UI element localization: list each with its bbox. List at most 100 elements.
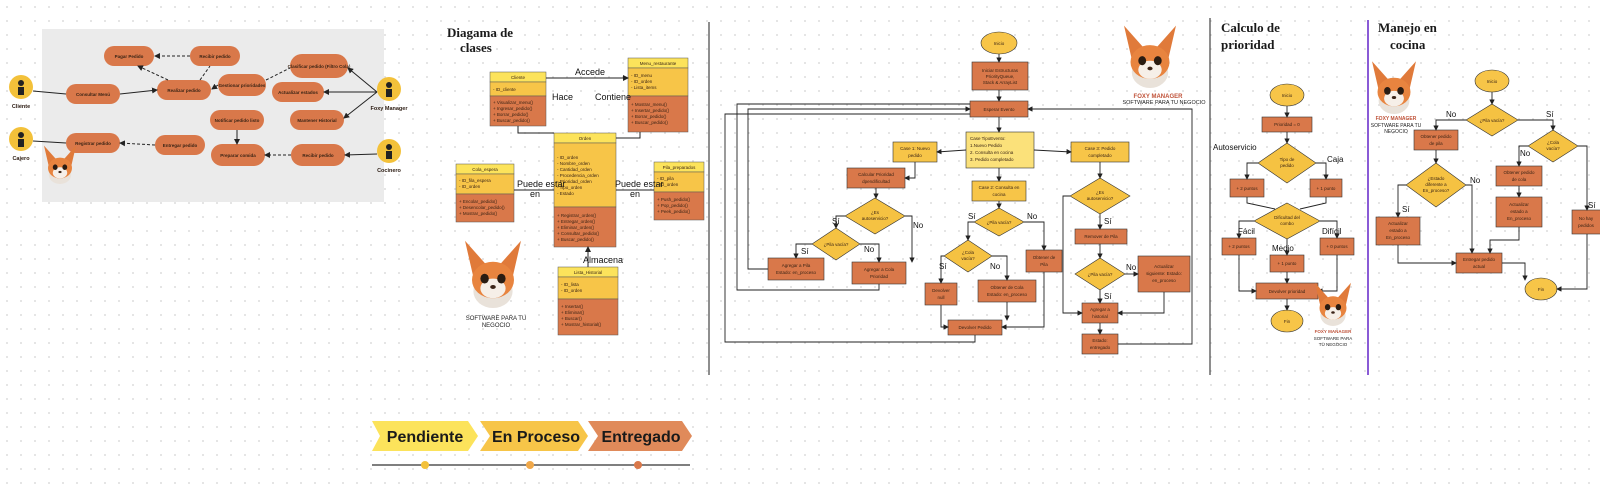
- flow-label: Case 3: Pedido: [1085, 146, 1116, 151]
- kitchen-no-hay: [1571, 209, 1600, 235]
- uc-link: [199, 65, 211, 81]
- flow-label: Stack & ArrayList: [983, 80, 1018, 85]
- priority-title-line2: prioridad: [1221, 37, 1275, 52]
- uc-link: [32, 90, 67, 95]
- class-name: Cliente: [511, 75, 526, 80]
- flow-label: ¿Cola: [962, 250, 975, 255]
- fox-logo-icon: [465, 240, 521, 308]
- branch-no: No: [913, 221, 924, 230]
- uc-gestionar: [218, 74, 266, 96]
- branch-si: Sí: [1588, 201, 1596, 210]
- status-legend: Pendiente En Proceso Entregado: [372, 421, 692, 469]
- actor-cliente: Cliente: [9, 75, 33, 110]
- flow-label: Inicio: [1487, 79, 1498, 84]
- flow-label: cocina: [992, 192, 1006, 197]
- relation-label: Puede estar: [615, 179, 664, 189]
- legend-label: Entregado: [601, 429, 680, 446]
- class-name: Pila_preparados: [663, 165, 697, 170]
- branch-no: No: [1126, 263, 1137, 272]
- class-attr: - ID_orden: [557, 155, 579, 160]
- flow-label: combo: [1280, 221, 1294, 226]
- flow-label: Calcular Prioridad: [858, 172, 894, 177]
- prio-tipo: [1257, 142, 1317, 184]
- flow-pila-vacia-2: [973, 207, 1025, 237]
- flow-label: Prioridad: [870, 274, 889, 279]
- legend-pendiente: [372, 421, 478, 451]
- logo-tagline: SOFTWARE PARA TU: [466, 316, 527, 322]
- uc-link: [344, 151, 378, 158]
- flow-label: ¿Pila vacía?: [824, 242, 849, 247]
- flow-label: Fin: [1284, 319, 1291, 324]
- flow-case: [965, 131, 1035, 169]
- uc-label: Recibir pedido: [302, 153, 334, 158]
- class-method: + Push_pedido(): [657, 197, 691, 202]
- uc-consultar: [66, 84, 120, 104]
- class-method: + Visualizar_menu(): [493, 100, 534, 105]
- class-method: + Ingresar_pedido(): [493, 106, 533, 111]
- flow-agregar-pila: [767, 257, 825, 281]
- flow-label: Entregar pedido: [1463, 257, 1496, 262]
- class-method: + Eliminar_orden(): [557, 225, 595, 230]
- flow-label: Case 2: Consulta en: [979, 185, 1020, 190]
- logo-tagline: SOFTWARE PARA: [1314, 336, 1353, 341]
- flow-obtener-cola: [977, 279, 1037, 303]
- uc-label: Entregar pedido: [163, 143, 198, 148]
- uc-label: Mantener Historial: [297, 118, 336, 123]
- class-diagram-title-line2: clases: [460, 40, 492, 55]
- flow-label: Inicio: [994, 41, 1005, 46]
- class-attr: - ID_pila: [657, 176, 674, 181]
- flow-label: + 1 punto: [1278, 261, 1297, 266]
- flow-label: Estado:: [1092, 338, 1107, 343]
- class-diagram-title-line1: Diagama de: [447, 25, 513, 40]
- flow-label: PriorityQueue,: [986, 74, 1015, 79]
- flow-label: Obtener de: [1033, 255, 1056, 260]
- kitchen-act2: [1495, 196, 1543, 228]
- flow-label: ¿Es: [1096, 190, 1105, 195]
- class-method: + Encolar_pedido(): [459, 199, 498, 204]
- flow-label: + 2 puntos: [1236, 186, 1258, 191]
- class-lista: Lista_Historial - ID_lista - ID_orden + …: [557, 266, 619, 336]
- flow-label: pedido: [1280, 163, 1294, 168]
- flow-label: Actualizar: [1509, 202, 1529, 207]
- flow-label: Fin: [1538, 287, 1545, 292]
- priority-flowchart: Calculo de prioridad Inicio Prioridad = …: [1213, 20, 1355, 347]
- flow-label: vacía?: [961, 256, 975, 261]
- flow-label: estado a: [1510, 209, 1528, 214]
- class-attr: - Lista_items: [631, 85, 657, 90]
- flow-agregar-cola: [851, 261, 907, 285]
- class-cola: Cola_espera - ID_fila_espera - ID_orden …: [455, 163, 515, 223]
- relation-contiene: [616, 132, 641, 139]
- logo-brand: FOXY MANAGER: [1376, 116, 1417, 122]
- uc-preparar: [211, 144, 265, 166]
- uc-label: Registrar pedido: [75, 141, 111, 146]
- flow-label: Obtener de Cola: [990, 285, 1024, 290]
- flow-label: Tipo de: [1280, 157, 1295, 162]
- class-method: + Insertar(): [561, 304, 584, 309]
- flow-label: 3. Pedido completado: [970, 157, 1014, 162]
- flow-label: completado: [1088, 153, 1112, 158]
- flow-cola-vacia: [943, 239, 993, 273]
- class-attr: - ID_orden: [631, 79, 653, 84]
- legend-dot: [526, 461, 534, 469]
- uc-label: Actualizar estados: [278, 90, 318, 95]
- class-method: + Registrar_orden(): [557, 213, 597, 218]
- branch-label: Medio: [1272, 244, 1294, 253]
- relation-label: Accede: [575, 67, 605, 77]
- flow-case3: [1070, 141, 1130, 163]
- uc-label: Realizar pedido: [167, 88, 201, 93]
- logo-tagline: NEGOCIO: [482, 323, 511, 329]
- class-method: + Buscar_pedido(): [557, 237, 594, 242]
- flow-label: Inicio: [1282, 93, 1293, 98]
- uc-realizar: [157, 80, 211, 100]
- kitchen-flowchart: Manejo en cocina FOXY MANAGER SOFTWARE P…: [1371, 20, 1600, 301]
- flow-label: Estado: en_proceso: [776, 270, 817, 275]
- flow-devolver-null: [924, 282, 958, 306]
- branch-no: No: [1520, 149, 1531, 158]
- actor-foxy-manager: Foxy Manager: [371, 77, 408, 112]
- uc-link: [211, 83, 219, 90]
- flow-label: ¿Cola: [1547, 140, 1560, 145]
- class-method: + Desencolar_pedido(): [459, 205, 505, 210]
- flow-label: Remover de Pila: [1084, 234, 1118, 239]
- uc-clasificar: [290, 54, 348, 78]
